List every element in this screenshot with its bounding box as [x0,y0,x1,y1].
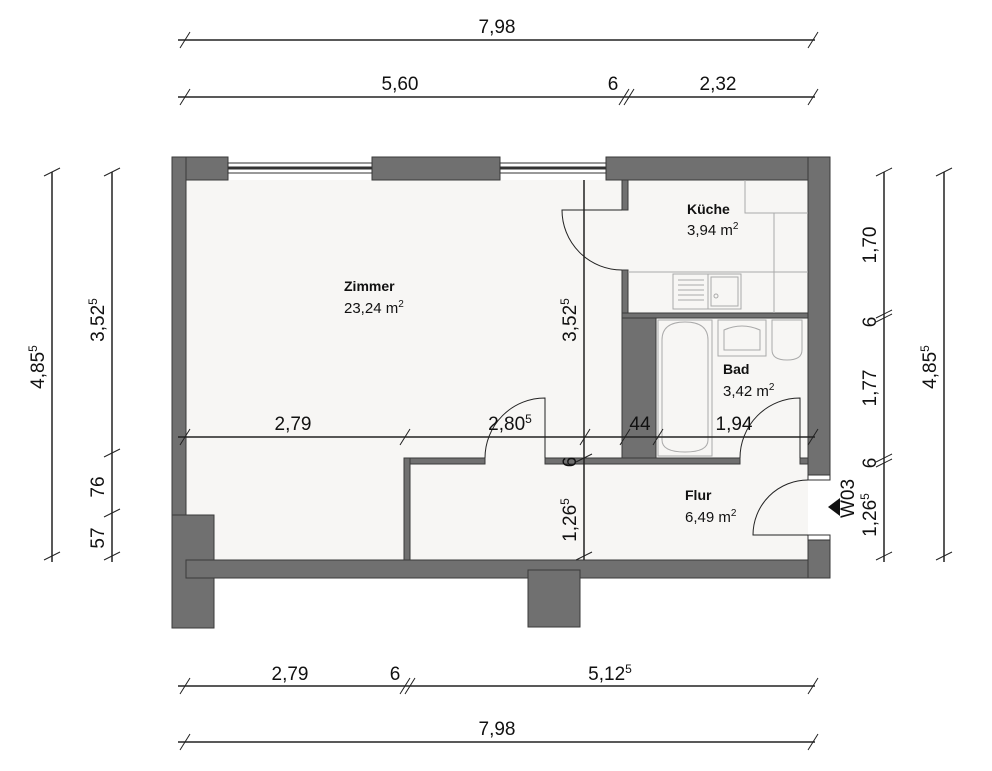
dim-bottom-total: 7,98 [479,719,516,740]
toilet-icon [771,319,803,361]
kitchen-counter [628,180,808,313]
dim-inner-44: 44 [629,414,651,435]
svg-text:Flur: Flur [685,487,712,503]
dim-right-mid: 1,77 [860,370,881,407]
dim-bottom-left: 2,79 [272,664,309,685]
dim-right-6b: 6 [860,458,881,469]
dim-right-6a: 6 [860,317,881,328]
svg-text:6,49 m2: 6,49 m2 [685,508,737,526]
dim-left-total: 4,855 [26,345,49,389]
room-flur: Flur 6,49 m2 [685,487,737,526]
sink-drainboard-icon [678,279,704,301]
dim-left-upper: 3,525 [86,298,109,342]
washbasin-icon [717,319,767,357]
bathtub-icon [661,321,709,453]
svg-text:23,24 m2: 23,24 m2 [344,299,404,317]
entrance-marker: W03 [828,479,859,518]
walls [171,156,831,629]
dim-bottom-right: 5,125 [588,662,632,685]
dim-top-right: 2,32 [700,74,737,95]
dim-top-mid: 6 [608,74,619,95]
bathroom-fixtures [657,319,803,457]
dim-right-total: 4,855 [918,345,941,389]
dim-inner-194: 1,94 [716,414,753,435]
floor-area [186,180,808,560]
dim-right-upper: 1,70 [860,227,881,264]
svg-text:Bad: Bad [723,361,749,377]
dim-inner-352: 3,525 [558,298,581,342]
dim-top-total: 7,98 [479,17,516,38]
room-zimmer: Zimmer 23,24 m2 [344,278,404,317]
dim-inner-126: 1,265 [558,498,581,542]
svg-text:Zimmer: Zimmer [344,278,395,294]
room-kueche: Küche 3,94 m2 [687,201,739,239]
dim-inner-2805: 2,805 [488,412,532,435]
svg-text:W03: W03 [838,479,859,518]
dimension-lines: 7,98 5,60 6 2,32 2,79 2,805 44 1,94 2,79… [26,17,953,751]
windows [227,162,831,541]
dim-bottom-mid: 6 [390,664,401,685]
svg-text:3,94 m2: 3,94 m2 [687,221,739,239]
svg-text:3,42 m2: 3,42 m2 [723,382,775,400]
dim-top-left: 5,60 [382,74,419,95]
dim-left-mid: 76 [88,476,109,497]
dim-right-lower: 1,265 [858,493,881,537]
entrance-arrow-icon [828,498,840,516]
dim-inner-279: 2,79 [275,414,312,435]
svg-text:Küche: Küche [687,201,730,217]
room-bad: Bad 3,42 m2 [723,361,775,400]
dim-left-lower: 57 [88,527,109,548]
dim-inner-6: 6 [560,457,581,468]
